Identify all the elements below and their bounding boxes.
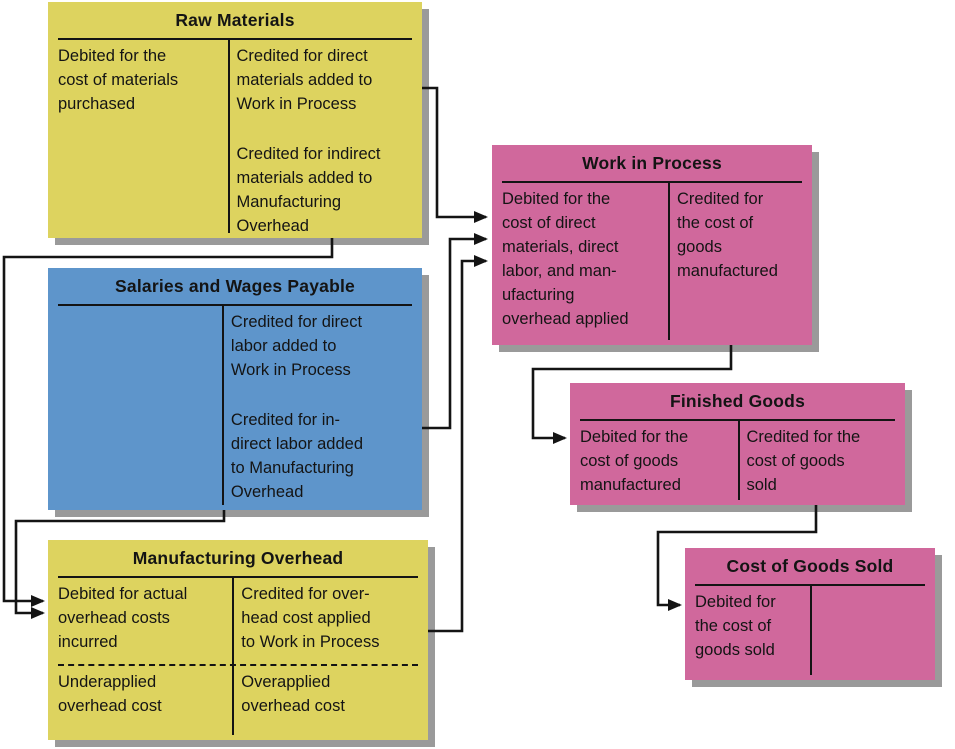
title-rule <box>502 181 802 183</box>
account-cost-of-goods-sold: Cost of Goods Sold Debited for the cost … <box>685 548 935 680</box>
credit-entry: Credited for direct labor added to Work … <box>230 313 363 379</box>
credit-entry: Credited for in- direct labor added to M… <box>230 411 363 501</box>
debit-entry: Debited for the cost of goods manufactur… <box>580 428 689 494</box>
debit-entry: Debited for the cost of goods sold <box>695 593 776 659</box>
account-salaries-wages-payable: Salaries and Wages Payable Credited for … <box>48 268 422 510</box>
account-work-in-process: Work in Process Debited for the cost of … <box>492 145 812 345</box>
account-title: Salaries and Wages Payable <box>115 276 355 296</box>
arrow-salaries-wages-to-work-in-process <box>422 233 488 430</box>
account-title: Raw Materials <box>175 10 295 30</box>
account-finished-goods: Finished Goods Debited for the cost of g… <box>570 383 905 505</box>
t-account-divider <box>810 584 812 675</box>
debit-entry: Debited for actual overhead costs incurr… <box>58 585 188 651</box>
t-account-divider <box>668 181 670 340</box>
account-manufacturing-overhead: Manufacturing Overhead Debited for actua… <box>48 540 428 740</box>
credit-entry: Credited for over- head cost applied to … <box>241 585 380 651</box>
arrow-raw-materials-to-work-in-process <box>422 86 488 223</box>
t-account-divider <box>232 576 235 735</box>
account-title: Work in Process <box>582 153 722 173</box>
debit-entry: Debited for the cost of direct materials… <box>502 190 629 328</box>
account-title: Finished Goods <box>669 391 806 411</box>
credit-entry: Credited for the cost of goods sold <box>746 428 861 494</box>
credit-entry: Credited for indirect materials added to… <box>236 145 381 235</box>
credit-entry: Credited for direct materials added to W… <box>236 47 373 113</box>
title-rule <box>58 38 412 40</box>
arrow-manufacturing-overhead-to-work-in-process <box>428 255 488 633</box>
debit-column-empty <box>48 306 222 504</box>
under-over-applied-divider <box>58 664 418 666</box>
account-title: Manufacturing Overhead <box>132 548 344 568</box>
account-title: Cost of Goods Sold <box>726 556 894 576</box>
t-account-divider <box>221 304 224 505</box>
overapplied-entry: Overapplied overhead cost <box>241 673 345 715</box>
t-account-divider <box>737 419 740 500</box>
credit-entry: Credited for the cost of goods manufactu… <box>677 190 778 280</box>
credit-column-empty <box>810 586 935 662</box>
debit-entry: Debited for the cost of materials purcha… <box>58 47 179 113</box>
underapplied-entry: Underapplied overhead cost <box>58 673 162 715</box>
account-raw-materials: Raw Materials Debited for the cost of ma… <box>48 2 422 238</box>
t-account-divider <box>227 38 230 233</box>
